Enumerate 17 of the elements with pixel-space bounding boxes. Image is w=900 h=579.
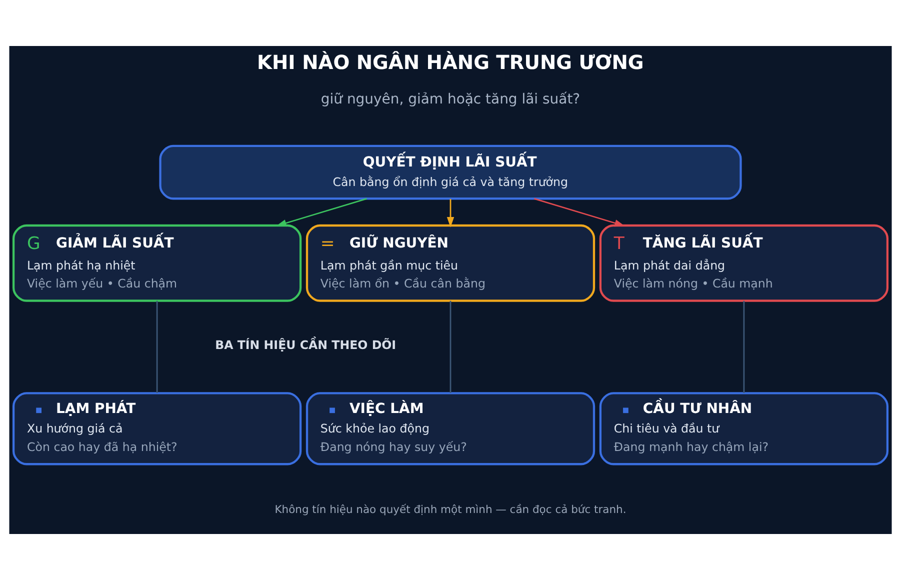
node-box: G GIẢM LÃI SUẤT Lạm phát hạ nhiệt Việc làm yếu • Cầu chậm xyxy=(12,224,302,302)
label: giữ nguyên, giảm hoặc tăng lãi suất? xyxy=(320,90,580,107)
label: BA TÍN HIỆU CẦN THEO DÕI xyxy=(214,337,396,352)
diagram-title: KHI NÀO NGÂN HÀNG TRUNG ƯƠNG xyxy=(256,50,644,74)
node-box: T TĂNG LÃI SUẤT Lạm phát dai dẳng Việc làm nóng • Cầu mạnh xyxy=(598,224,888,302)
connector xyxy=(156,300,158,392)
caption: Không tín hiệu nào quyết định một mình — cần đọc cả bức tranh. xyxy=(274,502,626,516)
node-box: CẦU TƯ NHÂN Chi tiêu và đầu tư Đang mạnh hay chậm lại? xyxy=(598,392,888,465)
node-box: = GIỮ NGUYÊN Lạm phát gần mục tiêu Việc làm ổn • Cầu cân bằng xyxy=(305,224,595,302)
connector xyxy=(449,300,451,392)
arrow xyxy=(276,198,366,226)
arrow xyxy=(534,198,624,226)
connector xyxy=(742,300,744,392)
arrow xyxy=(446,198,454,227)
node-box: LẠM PHÁT Xu hướng giá cả Còn cao hay đã hạ nhiệt? xyxy=(12,392,302,465)
node-box: VIỆC LÀM Sức khỏe lao động Đang nóng hay suy yếu? xyxy=(305,392,595,465)
node-box: QUYẾT ĐỊNH LÃI SUẤT Cân bằng ổn định giá cả và tăng trưởng xyxy=(158,144,742,200)
